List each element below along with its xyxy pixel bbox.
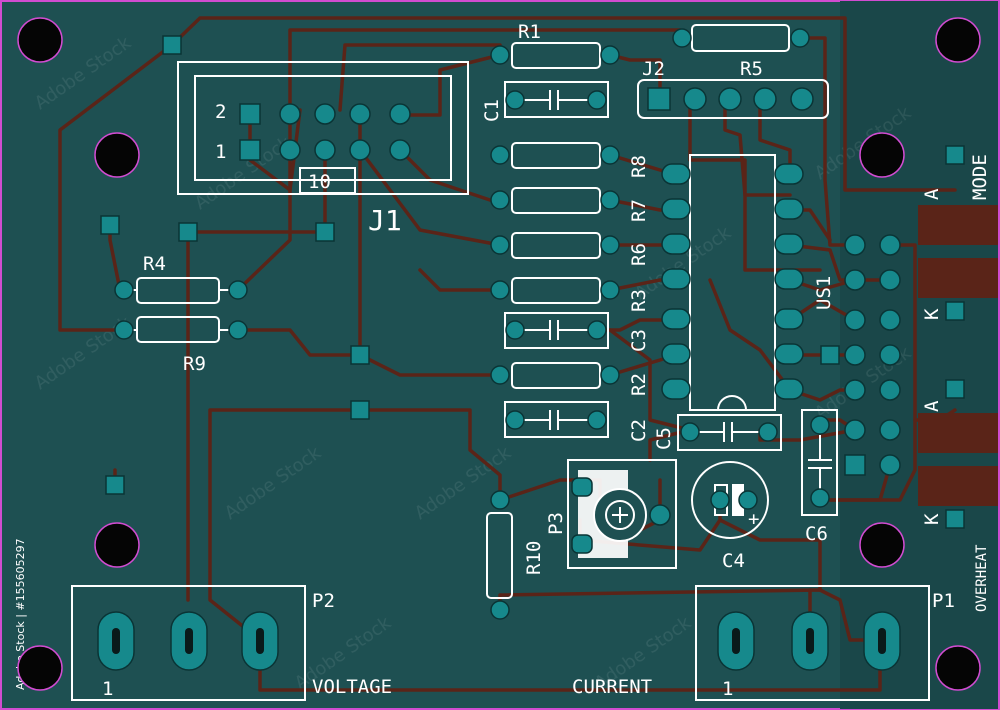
r10-label: R10 [523,541,545,575]
r7-label: R7 [628,199,650,222]
c5-label: C5 [653,427,675,450]
resistor-r10: R10 [486,490,545,620]
vias [100,35,965,529]
led-mode-anode-label: A [921,188,943,200]
led-header-pads [844,234,901,476]
resistor-r5: R5 [672,24,810,80]
trimmer-p3: P3 [545,459,677,569]
mounting-hole [859,522,905,568]
resistor-r4: R4 [114,253,248,304]
j1-pin10-label: 10 [308,171,331,193]
terminal-p1: P1 1 CURRENT [572,585,955,701]
capacitor-c5: C5 [653,414,782,451]
terminal-p2: P2 1 VOLTAGE [71,585,392,701]
mounting-hole [935,17,981,63]
r5-label: R5 [740,58,763,80]
r9-label: R9 [183,353,206,375]
ic-us1: US1 [661,154,835,411]
c6-label: C6 [805,523,828,545]
p2-label: P2 [312,590,335,612]
c4-plus-label: + [748,508,759,530]
j1-pin1-label: 1 [215,141,226,163]
c4-label: C4 [722,550,745,572]
r4-label: R4 [143,253,166,275]
led-overheat-cathode-label: K [921,513,943,525]
resistor-r9: R9 [114,316,248,375]
us1-label: US1 [813,276,835,310]
voltage-label: VOLTAGE [312,676,392,698]
resistor-r3: R3 [490,277,650,312]
p3-label: P3 [545,512,567,535]
current-label: CURRENT [572,676,652,698]
led-mode: A K MODE [918,154,998,320]
capacitor-c1: C1 [481,81,609,122]
p1-label: P1 [932,590,955,612]
mounting-hole [94,132,140,178]
capacitor-c4: + C4 [691,461,769,572]
c1-label: C1 [481,99,503,122]
mode-label: MODE [969,154,991,200]
r6-label: R6 [628,243,650,266]
j2-label: J2 [642,58,665,80]
j1-label: J1 [368,204,402,237]
resistor-r6: R6 [490,232,650,266]
r3-label: R3 [628,289,650,312]
mounting-hole [94,522,140,568]
c2-label: C2 [628,419,650,442]
capacitor-c6: C6 [801,409,838,545]
c3-label: C3 [628,329,650,352]
capacitor-c3: C3 [504,312,650,352]
r1-label: R1 [518,21,541,43]
p2-pin1-label: 1 [102,678,113,700]
j1-pads [239,103,411,161]
resistor-r1: R1 [490,21,620,69]
connector-j2: J2 [637,58,829,119]
capacitor-c2: C2 [504,401,650,442]
led-overheat: A K OVERHEAT [918,400,998,612]
j1-pin2-label: 2 [215,101,226,123]
overheat-label: OVERHEAT [974,544,990,612]
mounting-hole [17,17,63,63]
resistor-r2: R2 [490,362,650,396]
p1-pin1-label: 1 [722,678,733,700]
r8-label: R8 [628,155,650,178]
r2-label: R2 [628,373,650,396]
led-overheat-anode-label: A [921,400,943,412]
led-mode-cathode-label: K [921,308,943,320]
resistor-r7: R7 [490,187,650,222]
mounting-holes [17,17,981,691]
board-edge-region [840,1,998,709]
us1-pads [661,163,804,400]
mounting-hole [17,645,63,691]
connector-j1: 10 2 1 J1 [177,61,469,237]
mounting-hole [859,132,905,178]
resistor-r8: R8 [490,142,650,178]
mounting-hole [935,645,981,691]
